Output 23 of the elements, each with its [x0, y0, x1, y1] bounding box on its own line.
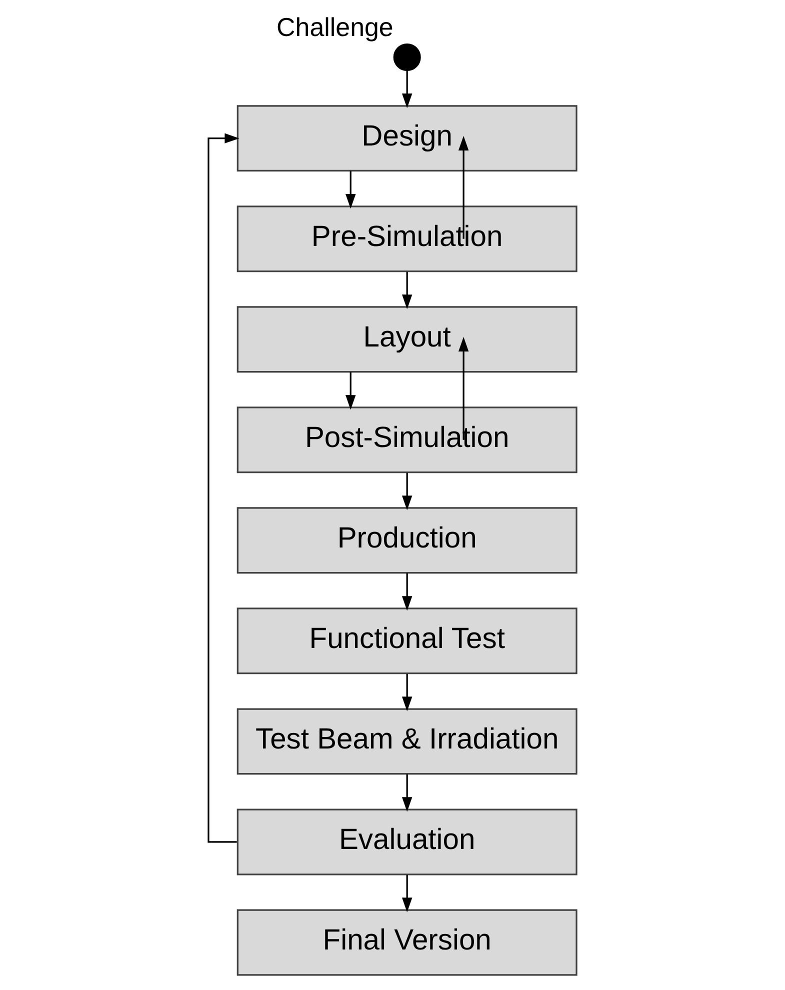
- arrow: [458, 336, 469, 440]
- arrow: [346, 171, 356, 209]
- node-box: Layout: [236, 306, 578, 373]
- node-label: Challenge: [276, 14, 394, 42]
- arrow: [346, 372, 356, 410]
- arrow: [458, 136, 469, 239]
- arrow: [402, 874, 412, 912]
- node-box: Design: [236, 105, 578, 172]
- node-box: Pre-Simulation: [236, 206, 578, 272]
- node-circle: [393, 43, 421, 72]
- arrow: [402, 674, 412, 712]
- node-box: Production: [236, 507, 578, 574]
- node-box: Evaluation: [236, 808, 578, 876]
- arrow: [402, 272, 412, 310]
- arrow: [208, 133, 240, 843]
- node-box: Functional Test: [236, 608, 578, 674]
- node-box: Final Version: [236, 909, 578, 976]
- arrow: [402, 472, 412, 510]
- node-box: Test Beam & Irradiation: [236, 708, 578, 775]
- arrow: [402, 774, 412, 812]
- node-box: Post-Simulation: [236, 406, 578, 474]
- arrow: [402, 70, 412, 108]
- arrow: [402, 573, 412, 611]
